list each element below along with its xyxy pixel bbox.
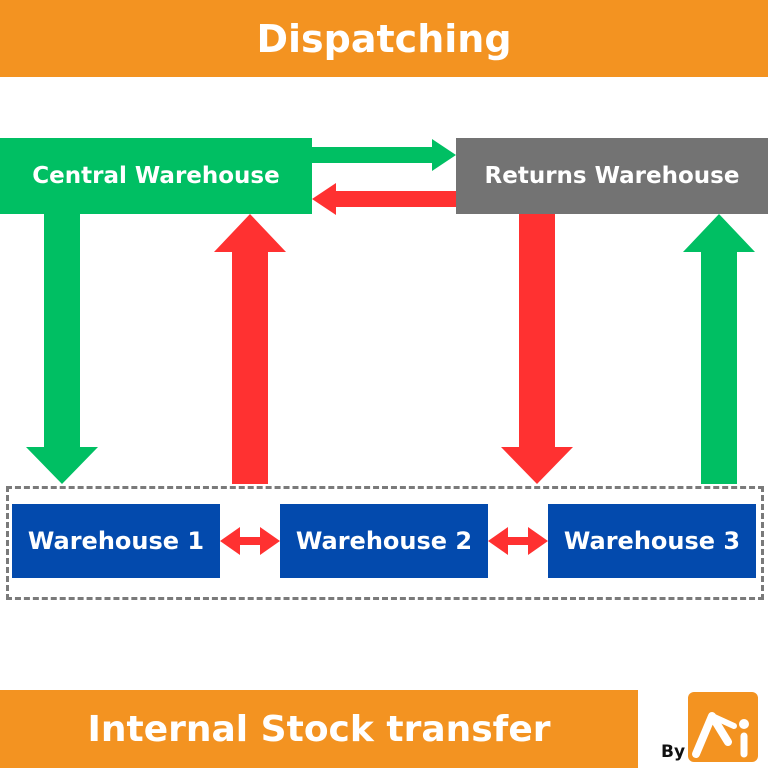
footer-banner: Internal Stock transfer: [0, 690, 638, 768]
arrow-returns-to-warehouses: [501, 214, 573, 484]
brand-logo-icon: [688, 692, 758, 762]
returns-warehouse-label: Returns Warehouse: [484, 163, 740, 189]
warehouse-2-node: Warehouse 2: [280, 504, 488, 578]
arrow-warehouses-to-returns: [683, 214, 755, 484]
central-warehouse-node: Central Warehouse: [0, 138, 312, 214]
warehouses-group: [6, 486, 764, 600]
warehouse-1-label: Warehouse 1: [27, 527, 205, 555]
warehouse-3-node: Warehouse 3: [548, 504, 756, 578]
arrow-wh1-wh2-bidirectional: [220, 527, 280, 555]
warehouse-2-label: Warehouse 2: [295, 527, 473, 555]
returns-warehouse-node: Returns Warehouse: [456, 138, 768, 214]
arrow-central-to-returns: [312, 139, 456, 171]
header-title: Dispatching: [256, 16, 512, 61]
arrow-warehouses-to-central: [214, 214, 286, 484]
central-warehouse-label: Central Warehouse: [32, 163, 280, 189]
warehouse-3-label: Warehouse 3: [563, 527, 741, 555]
arrow-central-to-warehouses: [26, 214, 98, 484]
warehouse-1-node: Warehouse 1: [12, 504, 220, 578]
footer-title: Internal Stock transfer: [87, 708, 551, 750]
arrow-returns-to-central: [312, 183, 456, 215]
by-label: By: [661, 742, 686, 762]
arrow-wh2-wh3-bidirectional: [488, 527, 548, 555]
header-banner: Dispatching: [0, 0, 768, 77]
